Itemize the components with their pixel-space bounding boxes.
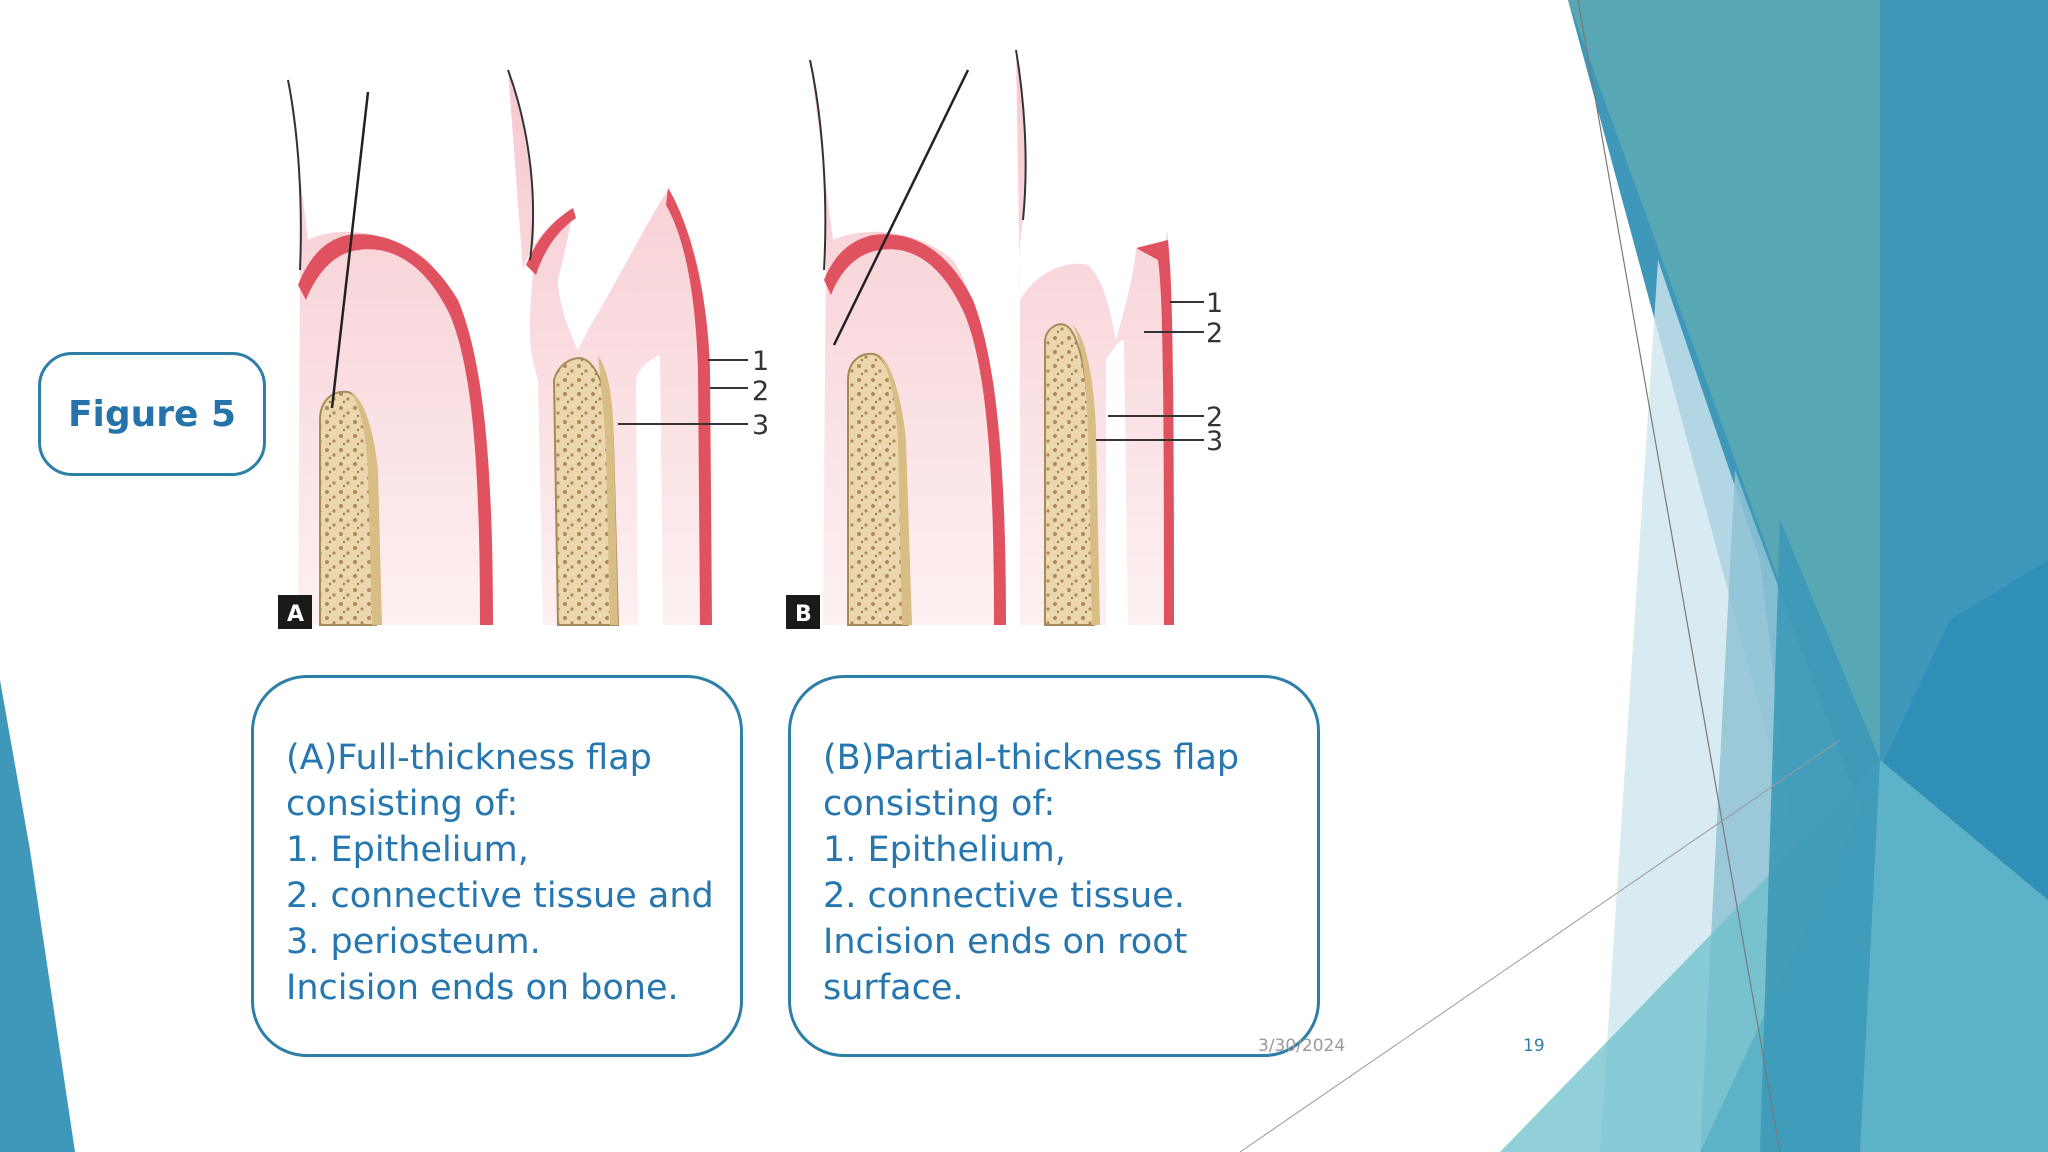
figure-label: Figure 5 [67, 393, 237, 435]
flap-illustration: 1 2 3 A 1 2 2 3 B [278, 49, 1223, 629]
label-a-1: 1 [752, 346, 769, 377]
panel-a-badge [278, 595, 312, 629]
caption-b-line: Incision ends on root [823, 922, 1188, 962]
caption-a-line: consisting of: [286, 784, 519, 824]
panel-b-intact [809, 59, 1006, 626]
caption-full-thickness: (A)Full-thickness flap consisting of: 1.… [251, 675, 743, 1057]
panel-a-reflected [507, 69, 748, 626]
label-b-1: 1 [1206, 288, 1223, 319]
label-b-2: 2 [1206, 318, 1223, 349]
footer-page-number: 19 [1523, 1036, 1545, 1056]
caption-partial-thickness: (B)Partial-thickness flap consisting of:… [788, 675, 1320, 1057]
caption-b-line: consisting of: [823, 784, 1056, 824]
panel-a-intact [287, 79, 493, 626]
panel-b-reflected [1015, 49, 1204, 626]
caption-a-line: 2. connective tissue and [286, 876, 714, 916]
caption-b-line: 1. Epithelium, [823, 830, 1066, 870]
figure-label-box: Figure 5 [38, 352, 266, 476]
caption-b-line: 2. connective tissue. [823, 876, 1185, 916]
caption-a-line: 1. Epithelium, [286, 830, 529, 870]
label-a-2: 2 [752, 376, 769, 407]
caption-b-line: (B)Partial-thickness flap [823, 738, 1240, 778]
caption-a-line: (A)Full-thickness flap [286, 738, 652, 778]
panel-a-letter: A [287, 602, 304, 627]
panel-b-letter: B [795, 602, 812, 627]
caption-a-line: Incision ends on bone. [286, 968, 679, 1008]
footer-date: 3/30/2024 [1258, 1036, 1346, 1056]
caption-b-line: surface. [823, 968, 964, 1008]
panel-b-badge [786, 595, 820, 629]
label-a-3: 3 [752, 410, 769, 441]
caption-a-line: 3. periosteum. [286, 922, 541, 962]
label-b-3: 3 [1206, 426, 1223, 457]
label-b-2-lower: 2 [1206, 402, 1223, 433]
